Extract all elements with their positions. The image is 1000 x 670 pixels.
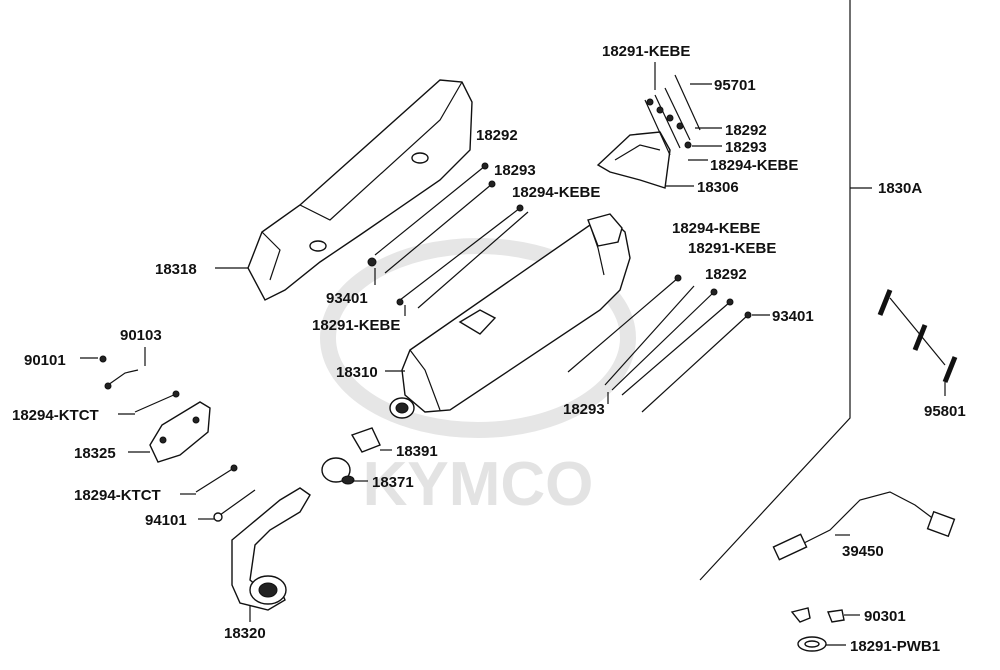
label-18306: 18306 bbox=[697, 179, 739, 196]
label-18291-kebe-left: 18291-KEBE bbox=[312, 317, 400, 334]
exhaust-pipe-18320 bbox=[231, 487, 311, 622]
o2-sensor-39450 bbox=[772, 491, 956, 561]
label-18292-mid: 18292 bbox=[476, 127, 518, 144]
label-39450: 39450 bbox=[842, 543, 884, 560]
label-18294-kebe-right: 18294-KEBE bbox=[672, 220, 760, 237]
label-1830a: 1830A bbox=[878, 180, 922, 197]
label-93401-right: 93401 bbox=[772, 308, 814, 325]
label-90301: 90301 bbox=[864, 608, 906, 625]
kymco-watermark: KYMCO bbox=[320, 238, 636, 519]
cover-18306 bbox=[596, 131, 694, 189]
label-95701: 95701 bbox=[714, 77, 756, 94]
heat-shield-18318 bbox=[215, 79, 473, 301]
label-95801: 95801 bbox=[924, 403, 966, 420]
watermark-text: KYMCO bbox=[363, 450, 594, 519]
pipe-guard-18325 bbox=[128, 401, 211, 463]
label-18371: 18371 bbox=[372, 474, 414, 491]
clamp-18371 bbox=[321, 457, 368, 485]
label-18293-mid: 18293 bbox=[494, 162, 536, 179]
section-divider bbox=[699, 0, 851, 581]
label-18291-kebe-right: 18291-KEBE bbox=[688, 240, 776, 257]
washer-18291-pwb1 bbox=[797, 636, 846, 652]
label-18294-ktct-top: 18294-KTCT bbox=[12, 407, 99, 424]
shield-bolts bbox=[367, 162, 529, 316]
muffler-18310 bbox=[385, 213, 631, 419]
label-18318: 18318 bbox=[155, 261, 197, 278]
bolts-95801 bbox=[877, 289, 958, 396]
label-94101: 94101 bbox=[145, 512, 187, 529]
label-18292-top: 18292 bbox=[725, 122, 767, 139]
bolt-90301 bbox=[790, 607, 860, 623]
label-18291-pwb1: 18291-PWB1 bbox=[850, 638, 940, 655]
label-18310: 18310 bbox=[336, 364, 378, 381]
label-90103: 90103 bbox=[120, 327, 162, 344]
gasket-18391 bbox=[350, 427, 392, 453]
label-18294-kebe-mid: 18294-KEBE bbox=[512, 184, 600, 201]
label-18292-right: 18292 bbox=[705, 266, 747, 283]
label-18291-kebe-top: 18291-KEBE bbox=[602, 43, 690, 60]
muffler-bolts bbox=[567, 274, 770, 413]
label-18325: 18325 bbox=[74, 445, 116, 462]
label-18293-right: 18293 bbox=[563, 401, 605, 418]
small-parts-left bbox=[80, 347, 256, 522]
label-18294-kebe-top: 18294-KEBE bbox=[710, 157, 798, 174]
label-18391: 18391 bbox=[396, 443, 438, 460]
label-18294-ktct-bottom: 18294-KTCT bbox=[74, 487, 161, 504]
label-90101: 90101 bbox=[24, 352, 66, 369]
label-93401-left: 93401 bbox=[326, 290, 368, 307]
label-18320: 18320 bbox=[224, 625, 266, 642]
bolts-95701 bbox=[644, 62, 722, 161]
label-18293-top: 18293 bbox=[725, 139, 767, 156]
